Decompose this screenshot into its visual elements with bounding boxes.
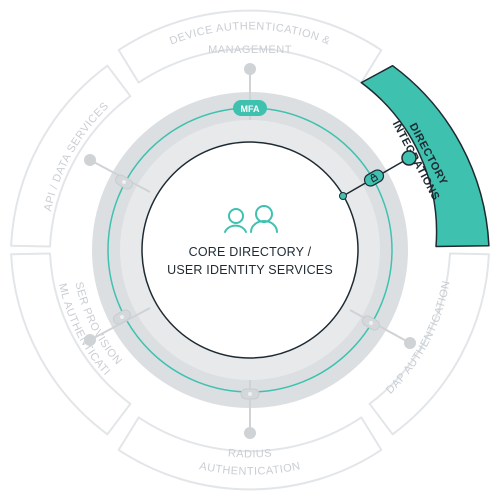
core-circle[interactable] [141,141,359,359]
outer-segments [10,9,490,491]
core-title-line1: CORE DIRECTORY / [189,245,312,259]
mfa-badge-bg [233,100,267,116]
lock-badge-lower-right [362,315,380,331]
lock-badge-lower-left [113,309,131,325]
label-device-line2: MANAGEMENT [208,44,292,56]
segment-saml[interactable] [10,252,132,436]
segment-directory[interactable] [360,64,490,248]
mfa-badge: MFA [233,100,267,116]
segment-api[interactable] [10,64,132,248]
spoke-lower-right [349,309,411,344]
segment-device[interactable] [117,9,383,84]
lock-badge-upper-left [115,174,133,190]
directory-connector[interactable] [339,150,417,200]
connector-end-outer [401,150,417,166]
faded-lock-badges [113,174,380,400]
connector-end-inner [339,192,347,200]
label-radius-line1: RADIUS [227,447,272,460]
users-icon [224,205,278,233]
label-radius-line2: AUTHENTICATION [198,460,301,478]
lock-icon [363,169,385,187]
mfa-label: MFA [241,104,260,114]
segment-radius[interactable] [117,416,383,491]
ring-nodes [84,63,416,439]
segment-ldap[interactable] [368,252,490,436]
core-title-line2: USER IDENTITY SERVICES [167,263,333,277]
lock-badge-bottom [240,388,260,400]
